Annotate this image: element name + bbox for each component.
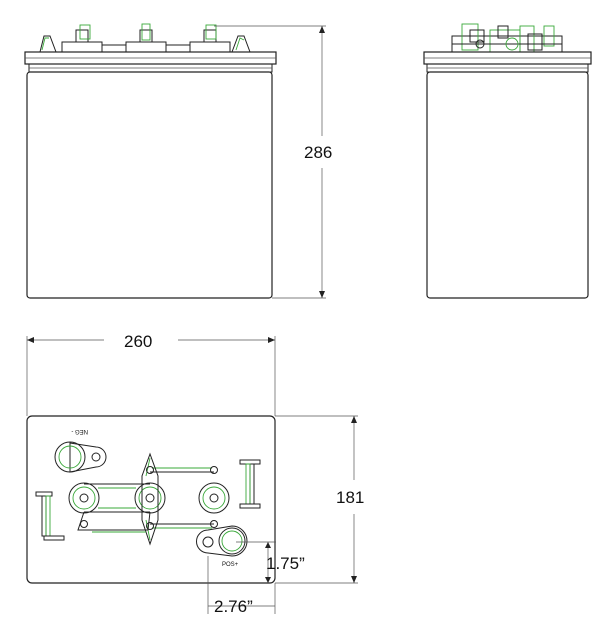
top-view: 260 NEG -	[26, 332, 364, 616]
side-view-terminals	[451, 23, 563, 53]
side-view	[423, 23, 592, 299]
terminal-offset-y-label: 1.75”	[266, 554, 305, 573]
top-view-outline	[26, 415, 276, 584]
height-label: 286	[304, 143, 332, 162]
positive-terminal: POS+	[196, 525, 248, 568]
terminal-offset-x-label: 2.76”	[214, 597, 253, 616]
front-view: 286	[24, 23, 332, 299]
length-label: 260	[124, 332, 152, 351]
front-view-case	[26, 71, 273, 299]
front-view-terminals	[39, 23, 251, 53]
length-dimension: 260	[26, 332, 276, 416]
negative-terminal-label: NEG -	[71, 428, 88, 434]
cell-connectors	[68, 452, 230, 546]
positive-terminal-label: POS+	[222, 562, 239, 568]
left-hold-down-bracket	[35, 491, 65, 541]
width-dimension: 181	[275, 415, 364, 584]
width-label: 181	[336, 488, 364, 507]
terminal-offset-dimensions: 1.75” 2.76”	[207, 541, 305, 616]
side-view-case	[426, 71, 589, 299]
height-dimension: 286	[214, 25, 332, 299]
negative-terminal: NEG -	[54, 428, 107, 473]
right-hold-down-bracket	[239, 459, 261, 509]
